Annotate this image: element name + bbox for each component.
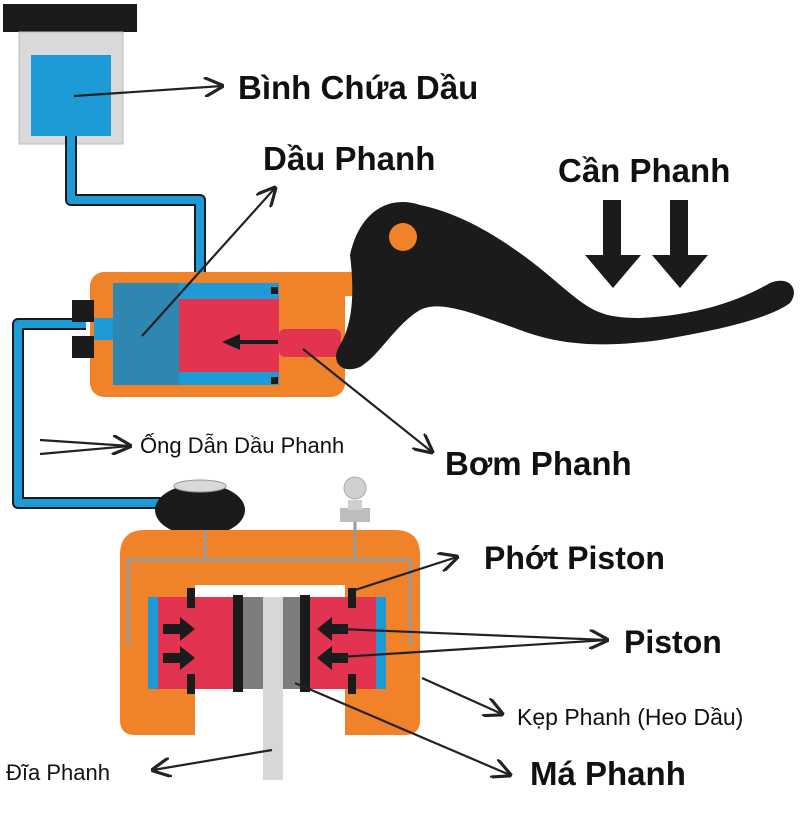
master-cylinder xyxy=(72,272,370,397)
label-reservoir: Bình Chứa Dầu xyxy=(238,69,479,106)
leader-master-cylinder xyxy=(302,348,432,452)
pivot-icon xyxy=(389,223,417,251)
label-brake-fluid: Dầu Phanh xyxy=(263,140,436,177)
label-master-cylinder: Bơm Phanh xyxy=(445,445,632,482)
reservoir-cap xyxy=(3,4,137,32)
fluid-chamber xyxy=(113,283,179,385)
down-arrow-icon xyxy=(585,200,641,288)
bleeder-valve xyxy=(343,476,367,500)
label-brake-disc: Đĩa Phanh xyxy=(6,760,110,785)
brake-disc xyxy=(263,597,283,780)
label-brake-pad: Má Phanh xyxy=(530,755,686,792)
leader-piston xyxy=(339,627,607,640)
caliper xyxy=(120,476,420,780)
leader-piston-seal xyxy=(354,557,457,592)
label-caliper: Kẹp Phanh (Heo Dầu) xyxy=(517,704,744,730)
leader-brake-line xyxy=(39,440,130,446)
bleed-cap xyxy=(155,484,245,536)
down-arrow-icon xyxy=(652,200,708,288)
brake-lever xyxy=(336,200,794,370)
label-piston: Piston xyxy=(624,624,722,660)
leader-caliper xyxy=(421,676,502,714)
label-brake-line: Ống Dẫn Dầu Phanh xyxy=(140,433,345,458)
reservoir-fluid xyxy=(31,55,111,136)
left-piston xyxy=(158,597,238,689)
reservoir-line xyxy=(67,136,204,276)
leader-brake-fluid xyxy=(141,188,275,337)
leader-brake-pad xyxy=(294,681,510,775)
left-arrow-icon xyxy=(222,334,240,350)
leader-brake-disc xyxy=(153,748,273,770)
label-brake-lever: Cần Phanh xyxy=(558,152,731,189)
reservoir xyxy=(3,4,137,145)
right-piston xyxy=(306,597,376,689)
label-piston-seal: Phớt Piston xyxy=(484,540,665,576)
master-piston xyxy=(179,299,279,372)
push-rod xyxy=(279,329,341,357)
leader-reservoir xyxy=(73,86,222,98)
